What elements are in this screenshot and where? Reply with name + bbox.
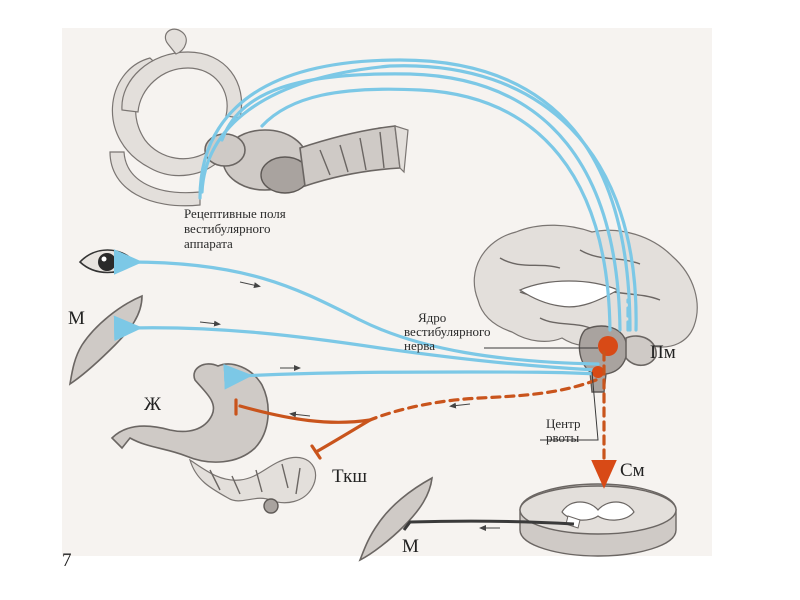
afferent-path-vestibular-1 <box>198 58 632 332</box>
efferent-path-intestine <box>314 418 372 454</box>
efferent-pathways <box>234 350 617 489</box>
muscle-bottom <box>358 476 433 562</box>
label-muscle-bottom: М <box>402 536 419 557</box>
afferent-path-eye <box>113 249 600 366</box>
label-vomit-center-2: рвоты <box>546 430 580 445</box>
vestibular-apparatus <box>109 28 409 207</box>
afferent-path-vestibular-4 <box>200 64 638 332</box>
efferent-path-stomach <box>238 404 372 424</box>
motor-path <box>402 519 575 531</box>
afferent-path-vestibular-3 <box>260 87 612 332</box>
label-intestine: Ткш <box>332 466 367 487</box>
label-nucleus-2: вестибулярного <box>404 324 491 339</box>
label-stomach: Ж <box>144 394 162 415</box>
afferent-pathways <box>113 58 638 390</box>
brain <box>473 224 698 393</box>
vomiting-center <box>592 366 604 378</box>
label-nucleus-1: Ядро <box>418 310 446 325</box>
label-receptive-fields-3: аппарата <box>184 236 233 251</box>
intestine <box>188 456 317 514</box>
label-receptive-fields-2: вестибулярного <box>184 221 271 236</box>
spinal-cord <box>519 483 677 557</box>
label-vomit-center-1: Центр <box>546 416 580 431</box>
page-number: 7 <box>62 550 72 571</box>
label-spinal-cord: См <box>620 460 645 481</box>
label-nucleus-3: нерва <box>404 338 435 353</box>
direction-arrows <box>199 281 500 531</box>
afferent-path-muscle <box>113 315 598 372</box>
afferent-path-stomach <box>223 364 598 390</box>
efferent-path-dashed <box>368 378 598 422</box>
label-muscle-top: М <box>68 308 85 329</box>
leader-vomit-center <box>540 371 599 441</box>
label-brain: Пм <box>650 342 676 363</box>
label-receptive-fields-1: Рецептивные поля <box>184 206 286 221</box>
afferent-path-vestibular-2 <box>220 72 622 332</box>
vestibular-nucleus <box>598 336 618 356</box>
efferent-stub-intestine <box>310 444 322 460</box>
